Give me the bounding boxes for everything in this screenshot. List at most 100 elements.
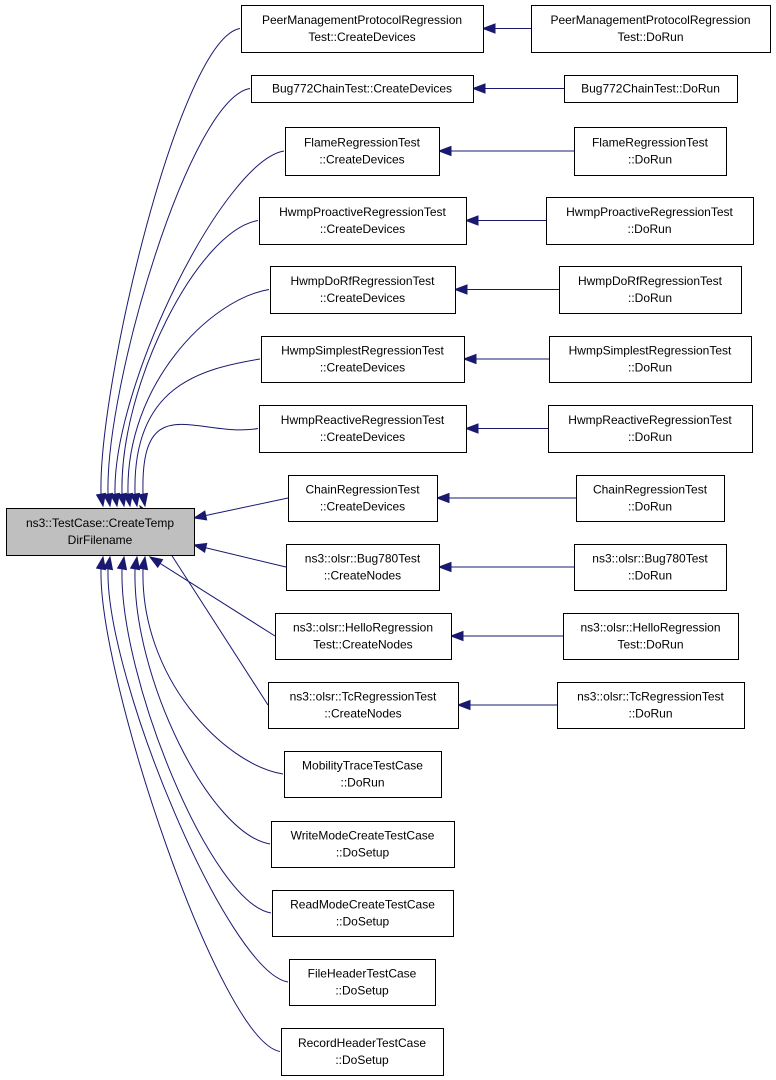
callee-node-16[interactable]: RecordHeaderTestCase::DoSetup [281, 1028, 444, 1076]
caller-node-9-label-line-2: ::DoRun [628, 569, 672, 583]
edge-to-root-4 [121, 220, 259, 495]
graph-edges [95, 23, 576, 1052]
callee-node-4-box [259, 197, 467, 245]
callee-node-6-label-line-1: HwmpSimplestRegressionTest [281, 344, 444, 358]
callee-node-3-label-line-2: ::CreateDevices [319, 153, 404, 167]
edge-to-root-12 [142, 568, 284, 775]
edge-caller-8-arrowhead [435, 492, 450, 504]
callee-node-5-label-line-2: ::CreateDevices [320, 291, 405, 305]
callee-node-4[interactable]: HwmpProactiveRegressionTest::CreateDevic… [259, 197, 467, 245]
callee-node-11-label-line-2: ::CreateNodes [324, 707, 401, 721]
callee-node-8-label-line-1: ChainRegressionTest [305, 483, 420, 497]
caller-node-1[interactable]: PeerManagementProtocolRegressionTest::Do… [531, 5, 771, 53]
caller-node-6-label-line-1: HwmpSimplestRegressionTest [569, 344, 732, 358]
callee-node-10-label-line-1: ns3::olsr::HelloRegression [293, 621, 433, 635]
callee-node-12[interactable]: MobilityTraceTestCase::DoRun [284, 751, 442, 798]
callee-node-15-box [289, 959, 436, 1006]
edge-caller-11-arrowhead [456, 699, 471, 711]
edge-caller-9-arrowhead [437, 561, 452, 573]
callee-node-16-label-line-1: RecordHeaderTestCase [298, 1036, 426, 1050]
caller-node-8-label-line-1: ChainRegressionTest [593, 483, 708, 497]
caller-node-11-box [557, 682, 745, 729]
callee-node-14[interactable]: ReadModeCreateTestCase::DoSetup [272, 890, 454, 937]
caller-node-1-box [531, 5, 771, 53]
callee-node-1-box [241, 5, 484, 53]
caller-node-11-label-line-2: ::DoRun [628, 707, 672, 721]
caller-node-7-box [548, 405, 753, 453]
callee-node-2[interactable]: Bug772ChainTest::CreateDevices [251, 75, 474, 103]
callee-node-12-label-line-1: MobilityTraceTestCase [302, 759, 423, 773]
callee-node-10-label-line-2: Test::CreateNodes [313, 638, 412, 652]
caller-node-2[interactable]: Bug772ChainTest::DoRun [564, 75, 738, 103]
caller-node-6-box [549, 336, 752, 383]
callee-node-15-label-line-1: FileHeaderTestCase [308, 967, 417, 981]
callee-node-4-label-line-1: HwmpProactiveRegressionTest [279, 205, 446, 219]
caller-node-8[interactable]: ChainRegressionTest::DoRun [576, 475, 725, 522]
callee-node-6-label-line-2: ::CreateDevices [320, 361, 405, 375]
callee-node-1-label-line-2: Test::CreateDevices [308, 30, 415, 44]
caller-node-10-box [563, 613, 739, 660]
caller-node-5-label-line-1: HwmpDoRfRegressionTest [578, 274, 723, 288]
callee-node-15[interactable]: FileHeaderTestCase::DoSetup [289, 959, 436, 1006]
callee-node-1[interactable]: PeerManagementProtocolRegressionTest::Cr… [241, 5, 484, 53]
callee-node-11[interactable]: ns3::olsr::TcRegressionTest::CreateNodes [268, 682, 459, 729]
callee-node-7-label-line-1: HwmpReactiveRegressionTest [281, 413, 445, 427]
callee-node-9[interactable]: ns3::olsr::Bug780Test::CreateNodes [286, 544, 440, 591]
caller-node-10-label-line-2: Test::DoRun [617, 638, 683, 652]
edge-to-root-9-arrowhead [192, 542, 208, 553]
root-node-label-line-2: DirFilename [68, 533, 133, 547]
edge-caller-5-arrowhead [453, 284, 468, 295]
callee-node-2-label-line-1: Bug772ChainTest::CreateDevices [272, 82, 452, 96]
callee-node-3[interactable]: FlameRegressionTest::CreateDevices [285, 127, 440, 176]
edge-to-root-10-arrowhead [148, 556, 164, 569]
caller-node-4-label-line-2: ::DoRun [627, 222, 671, 236]
callee-node-5-box [270, 266, 456, 314]
callee-node-14-box [272, 890, 454, 937]
caller-node-1-label-line-1: PeerManagementProtocolRegression [550, 13, 750, 27]
callee-node-5[interactable]: HwmpDoRfRegressionTest::CreateDevices [270, 266, 456, 314]
callee-node-10[interactable]: ns3::olsr::HelloRegressionTest::CreateNo… [275, 613, 452, 660]
caller-node-4-label-line-1: HwmpProactiveRegressionTest [566, 205, 733, 219]
caller-node-3[interactable]: FlameRegressionTest::DoRun [574, 127, 727, 176]
caller-node-7-label-line-1: HwmpReactiveRegressionTest [568, 413, 732, 427]
callee-node-6-box [261, 336, 465, 383]
edge-to-root-7 [142, 423, 259, 495]
edge-to-root-16-arrowhead [95, 555, 107, 571]
callee-node-9-box [286, 544, 440, 591]
caller-node-6-label-line-2: ::DoRun [628, 361, 672, 375]
edge-to-root-6 [134, 358, 261, 495]
edge-to-root-10 [159, 562, 276, 637]
callee-node-11-label-line-1: ns3::olsr::TcRegressionTest [290, 690, 437, 704]
caller-node-5[interactable]: HwmpDoRfRegressionTest::DoRun [559, 266, 742, 314]
callee-node-14-label-line-1: ReadModeCreateTestCase [290, 898, 435, 912]
edge-to-root-9 [205, 547, 287, 568]
caller-node-11[interactable]: ns3::olsr::TcRegressionTest::DoRun [557, 682, 745, 729]
callee-node-1-label-line-1: PeerManagementProtocolRegression [262, 13, 462, 27]
callee-node-9-label-line-1: ns3::olsr::Bug780Test [305, 552, 421, 566]
callee-node-5-label-line-1: HwmpDoRfRegressionTest [290, 274, 435, 288]
callee-node-12-box [284, 751, 442, 798]
edge-to-root-5 [127, 289, 270, 495]
edge-caller-3-arrowhead [437, 145, 452, 157]
caller-node-6[interactable]: HwmpSimplestRegressionTest::DoRun [549, 336, 752, 383]
caller-node-9[interactable]: ns3::olsr::Bug780Test::DoRun [574, 544, 727, 591]
callee-node-12-label-line-2: ::DoRun [340, 776, 384, 790]
callee-node-11-box [268, 682, 459, 729]
callee-node-13[interactable]: WriteModeCreateTestCase::DoSetup [271, 821, 455, 868]
callee-node-13-box [271, 821, 455, 868]
caller-node-4[interactable]: HwmpProactiveRegressionTest::DoRun [546, 197, 754, 245]
callee-node-7[interactable]: HwmpReactiveRegressionTest::CreateDevice… [259, 405, 467, 453]
caller-node-1-label-line-2: Test::DoRun [617, 30, 683, 44]
edge-caller-7-arrowhead [464, 423, 479, 434]
root-node-box [6, 508, 195, 556]
edge-caller-6-arrowhead [462, 353, 477, 365]
caller-node-7-label-line-2: ::DoRun [628, 430, 672, 444]
callee-node-8[interactable]: ChainRegressionTest::CreateDevices [288, 475, 438, 522]
caller-node-9-box [574, 544, 727, 591]
callee-node-6[interactable]: HwmpSimplestRegressionTest::CreateDevice… [261, 336, 465, 383]
caller-node-7[interactable]: HwmpReactiveRegressionTest::DoRun [548, 405, 753, 453]
callee-node-9-label-line-2: ::CreateNodes [324, 569, 401, 583]
